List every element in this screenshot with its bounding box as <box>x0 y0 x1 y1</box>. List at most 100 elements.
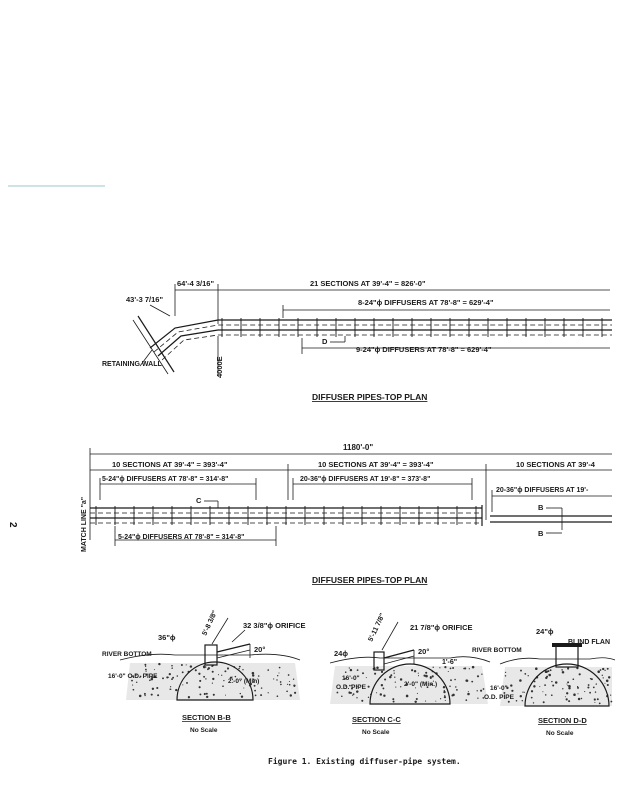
gravel-dot <box>432 666 434 668</box>
gravel-dot <box>182 684 184 686</box>
gravel-dot <box>584 691 586 693</box>
gravel-dot <box>376 666 379 669</box>
gravel-dot <box>351 684 353 686</box>
gravel-dot <box>439 698 442 700</box>
gravel-dot <box>565 698 568 701</box>
gravel-dot <box>356 697 358 699</box>
gravel-dot <box>544 684 546 686</box>
gravel-dot <box>187 696 191 699</box>
gravel-dot <box>443 690 446 694</box>
gravel-dot <box>468 668 470 670</box>
gravel-dot <box>450 679 452 682</box>
gravel-dot <box>431 675 434 678</box>
gravel-dot <box>443 689 445 692</box>
gravel-dot <box>151 676 154 679</box>
gravel-dot <box>132 675 135 678</box>
gravel-dot <box>414 700 417 704</box>
gravel-dot <box>224 670 227 673</box>
cc-orifice: 21 7/8"ϕ ORIFICE <box>410 623 473 632</box>
gravel-dot <box>554 681 558 684</box>
gravel-dot <box>546 675 549 678</box>
gravel-dot <box>449 667 452 670</box>
gravel-dot <box>365 677 367 679</box>
gravel-dot <box>425 671 428 674</box>
gravel-dot <box>260 687 263 689</box>
gravel-dot <box>145 673 148 676</box>
gravel-dot <box>425 700 427 702</box>
gravel-dot <box>205 678 207 680</box>
bb-riser-dim: 5'-8 3/8" <box>201 610 219 637</box>
gravel-dot <box>467 692 470 696</box>
dd-scale: No Scale <box>546 730 574 737</box>
gravel-dot <box>231 676 233 678</box>
gravel-dot <box>223 679 225 682</box>
gravel-dot <box>393 670 395 672</box>
gravel-dot <box>415 697 418 701</box>
gravel-dot <box>522 691 524 693</box>
cc-pipe-label: 16'-0" <box>342 675 360 682</box>
gravel-dot <box>435 700 437 702</box>
gravel-dot <box>361 699 364 702</box>
gravel-dot <box>267 692 269 694</box>
gravel-dot <box>519 695 522 698</box>
gravel-dot <box>379 693 382 696</box>
gravel-dot <box>349 684 351 687</box>
plan2-upper-diffusers: 5-24"ϕ DIFFUSERS AT 78'-8" = 314'-8" <box>102 476 229 483</box>
gravel-dot <box>456 689 458 691</box>
gravel-dot <box>447 670 449 673</box>
gravel-dot <box>251 671 255 675</box>
section-b-b: 36"ϕ 5'-8 3/8" 32 3/8"ϕ ORIFICE 20° RIVE… <box>102 610 306 734</box>
gravel-dot <box>207 668 209 671</box>
gravel-dot <box>416 692 418 694</box>
gravel-dot <box>564 696 566 698</box>
gravel-dot <box>394 681 396 683</box>
gravel-dot <box>414 687 417 689</box>
dd-pipe <box>524 663 610 707</box>
gravel-dot <box>577 686 579 689</box>
gravel-dot <box>254 694 257 697</box>
gravel-dot <box>593 698 596 701</box>
gravel-dot <box>356 691 357 693</box>
gravel-dot <box>276 695 279 698</box>
gravel-dot <box>567 685 569 687</box>
cc-pipe <box>369 663 451 705</box>
gravel-dot <box>544 670 548 673</box>
gravel-dot <box>566 683 568 685</box>
gravel-dot <box>212 693 215 696</box>
figure-caption: Figure 1. Existing diffuser-pipe system. <box>268 756 461 766</box>
gravel-dot <box>449 685 451 687</box>
gravel-dot <box>444 666 447 669</box>
gravel-dot <box>601 674 603 676</box>
retaining-wall <box>137 315 175 373</box>
gravel-dot <box>443 695 447 699</box>
gravel-dot <box>520 669 522 672</box>
gravel-dot <box>382 687 385 690</box>
gravel-dot <box>503 691 506 694</box>
gravel-dot <box>211 682 213 684</box>
gravel-dot <box>505 671 507 674</box>
gravel-dot <box>348 667 350 669</box>
gravel-dot <box>589 691 591 694</box>
gravel-dot <box>425 674 428 678</box>
dd-blind-flange <box>552 643 582 647</box>
gravel-dot <box>278 666 281 669</box>
gravel-dot <box>590 678 593 681</box>
gravel-dot <box>145 670 147 672</box>
plan2-mark-c: C <box>196 496 202 505</box>
gravel-dot <box>423 682 425 684</box>
gravel-dot <box>345 685 347 687</box>
gravel-dot <box>596 698 599 701</box>
gravel-dot <box>171 664 173 667</box>
gravel-dot <box>286 683 289 685</box>
gravel-dot <box>203 692 206 696</box>
gravel-dot <box>482 688 485 690</box>
gravel-dot <box>280 683 282 686</box>
gravel-dot <box>240 695 244 698</box>
gravel-dot <box>477 697 479 699</box>
gravel-dot <box>138 694 142 698</box>
gravel-dot <box>344 677 346 680</box>
gravel-dot <box>455 686 457 688</box>
plan2-mid-diffusers: 20-36"ϕ DIFFUSERS AT 19'-8" = 373'-8" <box>300 476 430 483</box>
gravel-dot <box>171 667 173 669</box>
gravel-dot <box>286 690 288 693</box>
